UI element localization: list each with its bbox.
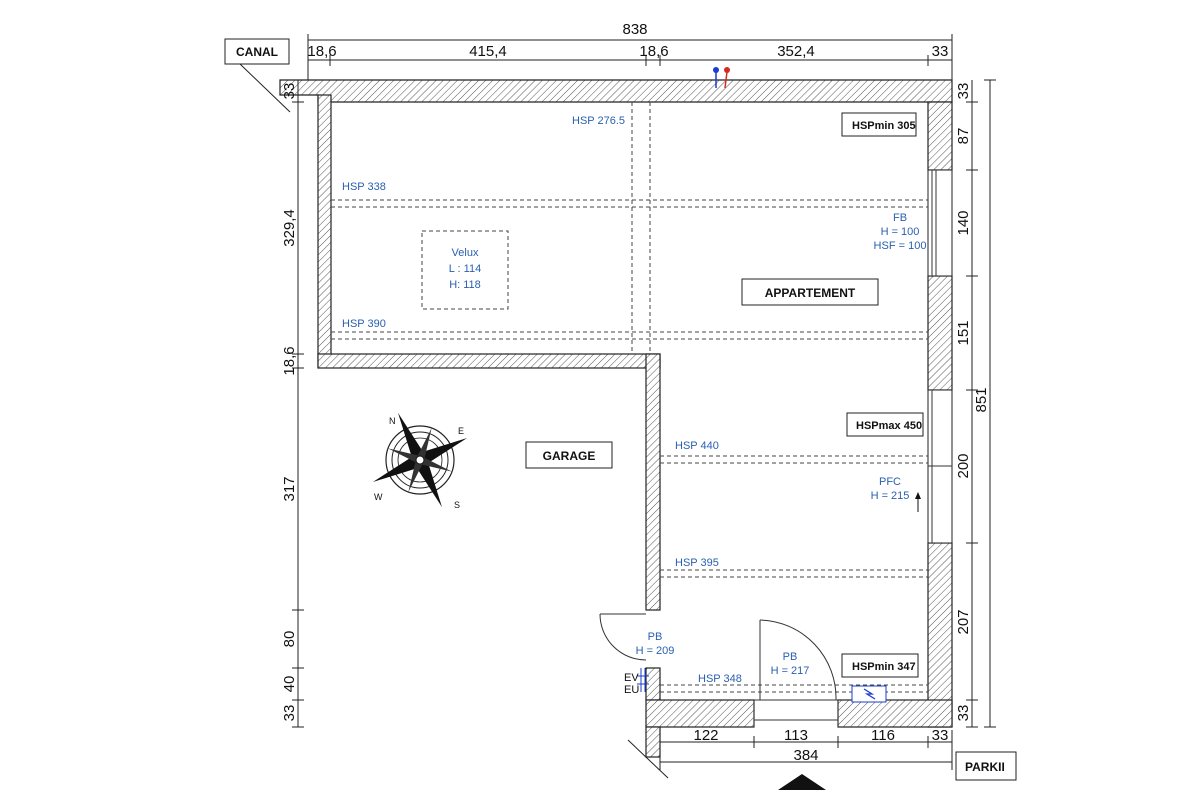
hspmin-347-prefix: HSPmin	[852, 661, 894, 673]
right-wall-1	[927, 101, 953, 171]
dim-left-4: 317	[281, 476, 298, 501]
door-entrance	[759, 619, 837, 701]
hspmax-450-value: 450	[904, 420, 922, 432]
compass-rose-icon: N E S W	[372, 412, 468, 510]
hspmin-305-box: HSPmin 305	[841, 112, 917, 137]
walls	[279, 79, 953, 758]
canal-label-box: CANAL	[224, 38, 290, 65]
garage-separator-horizontal	[317, 353, 661, 369]
dim-top-3: 18,6	[639, 43, 668, 60]
dim-right-total: 851	[973, 387, 990, 412]
dim-bottom-total: 384	[793, 747, 818, 764]
dim-top-2: 415,4	[469, 43, 507, 60]
hspmin-305-value: 305	[897, 120, 915, 132]
dim-left-3: 18,6	[281, 346, 298, 375]
dim-top-total: 838	[622, 21, 647, 38]
dim-right-7: 33	[955, 705, 972, 722]
ev-label: EV	[624, 672, 639, 684]
electric-panel-icon	[851, 685, 887, 703]
garage-separator-vertical	[645, 353, 661, 611]
right-wall-3	[927, 542, 953, 728]
entrance-opening	[753, 699, 839, 727]
hsp-348-label: HSP 348	[698, 673, 742, 685]
top-wall	[279, 79, 953, 103]
hspmax-450-box: HSPmax 450	[846, 412, 924, 437]
pb2-title: PB	[783, 651, 798, 663]
velux-outline	[421, 230, 509, 310]
appartement-label-box: APPARTEMENT	[741, 278, 879, 306]
right-wall-2	[927, 275, 953, 391]
dim-right-2: 87	[955, 128, 972, 145]
compass-w: W	[374, 492, 383, 502]
svg-text:HSPmin 305: HSPmin 305	[852, 120, 916, 132]
dim-left-5: 80	[281, 631, 298, 648]
hsp-440-label: HSP 440	[675, 440, 719, 452]
dim-right-5: 200	[955, 453, 972, 478]
dim-right-4: 151	[955, 320, 972, 345]
appartement-label: APPARTEMENT	[765, 286, 856, 300]
dim-left-1: 33	[281, 83, 298, 100]
door-arrow-icon	[915, 492, 921, 512]
bottom-wall-1	[645, 699, 755, 728]
leader-lines	[239, 63, 669, 779]
dimension-lines	[292, 34, 996, 770]
velux-title: Velux	[452, 247, 479, 259]
pfc-title: PFC	[879, 476, 901, 488]
velux-height: H: 118	[449, 279, 481, 291]
pb1-height: H = 209	[636, 645, 675, 657]
dim-left-7: 33	[281, 705, 298, 722]
dim-right-6: 207	[955, 609, 972, 634]
hsp-338-label: HSP 338	[342, 181, 386, 193]
left-wall	[317, 94, 332, 368]
compass-n: N	[389, 416, 396, 426]
hsp-276-label: HSP 276.5	[572, 115, 625, 127]
dim-right-3: 140	[955, 210, 972, 235]
hspmin-347-value: 347	[897, 661, 915, 673]
dim-left-6: 40	[281, 676, 298, 693]
pb1-title: PB	[648, 631, 663, 643]
dim-top-1: 18,6	[307, 43, 336, 60]
dim-left-2: 329,4	[281, 209, 298, 247]
bottom-wall-3	[645, 726, 661, 758]
hspmax-450-prefix: HSPmax	[856, 420, 902, 432]
compass-s: S	[454, 500, 460, 510]
pfc-height: H = 215	[871, 490, 910, 502]
dim-top-5: 33	[932, 43, 949, 60]
hspmin-347-box: HSPmin 347	[841, 653, 919, 678]
fb-title: FB	[893, 212, 907, 224]
fb-hsf: HSF = 100	[874, 240, 927, 252]
garage-label-box: GARAGE	[525, 441, 613, 469]
fb-height: H = 100	[881, 226, 920, 238]
dim-right-1: 33	[955, 83, 972, 100]
dim-top-4: 352,4	[777, 43, 815, 60]
hspmin-305-prefix: HSPmin	[852, 120, 894, 132]
canal-label: CANAL	[236, 45, 278, 59]
ev-eu-pipe-icon	[637, 668, 649, 692]
ceiling-lines	[331, 102, 928, 693]
dim-bottom-1: 122	[693, 727, 718, 744]
windows	[927, 169, 953, 544]
svg-text:HSPmin 347: HSPmin 347	[852, 661, 916, 673]
dim-bottom-2: 113	[784, 727, 808, 744]
hsp-395-label: HSP 395	[675, 557, 719, 569]
pb2-height: H = 217	[771, 665, 810, 677]
eu-label: EU	[624, 684, 639, 696]
hsp-390-label: HSP 390	[342, 318, 386, 330]
svg-text:HSPmax 450: HSPmax 450	[856, 420, 922, 432]
compass-e: E	[458, 426, 464, 436]
parking-label: PARKII	[965, 760, 1005, 774]
velux-width: L : 114	[449, 263, 481, 275]
dim-bottom-3: 116	[871, 727, 895, 744]
bottom-wall-2	[837, 699, 953, 728]
dim-bottom-4: 33	[932, 727, 949, 744]
garage-label: GARAGE	[543, 449, 596, 463]
pipes	[713, 67, 730, 89]
parking-label-box: PARKII	[955, 751, 1017, 781]
entrance-marker-icon	[778, 774, 826, 790]
door-garage	[599, 613, 647, 661]
